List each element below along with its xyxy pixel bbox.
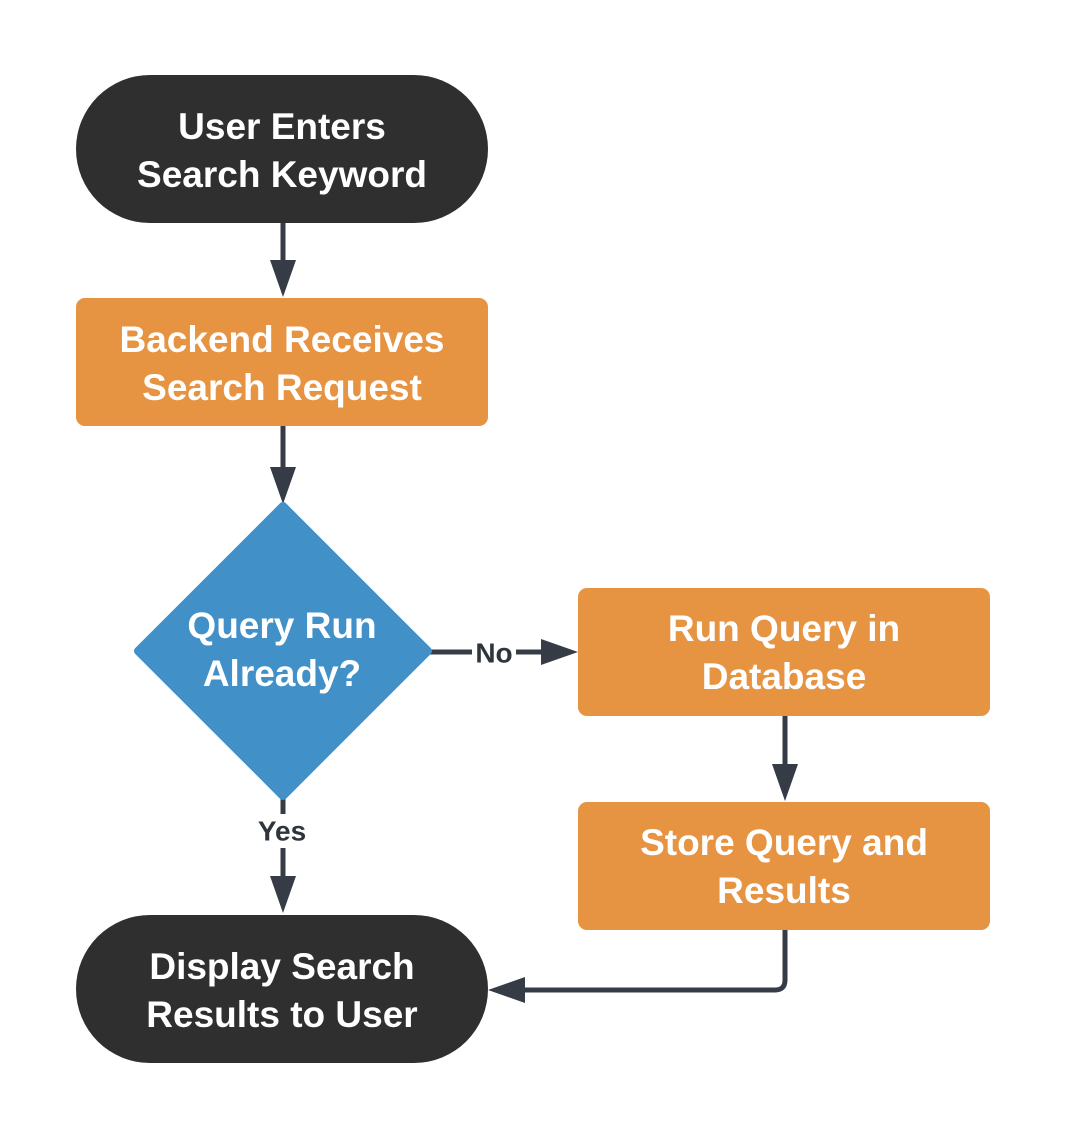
arrowhead-start-to-backend bbox=[270, 260, 296, 297]
edge-store-to-end bbox=[520, 930, 788, 993]
backend-label-line1: Backend Receives bbox=[120, 319, 445, 360]
end-label-line2: Results to User bbox=[146, 994, 417, 1035]
node-run-query: Run Query in Database bbox=[578, 588, 990, 716]
node-store: Store Query and Results bbox=[578, 802, 990, 930]
store-label-line1: Store Query and bbox=[640, 822, 928, 863]
decision-label-line1: Query Run bbox=[187, 605, 376, 646]
end-terminal-shape bbox=[76, 915, 488, 1063]
edge-label-no-group: No bbox=[472, 638, 516, 669]
node-start: User Enters Search Keyword bbox=[76, 75, 488, 223]
backend-process-shape bbox=[76, 298, 488, 426]
arrowhead-decision-to-end bbox=[270, 876, 296, 913]
edge-label-yes: Yes bbox=[258, 816, 306, 847]
node-decision: Query Run Already? bbox=[134, 502, 432, 800]
arrowhead-backend-to-decision bbox=[270, 467, 296, 504]
end-label-line1: Display Search bbox=[149, 946, 414, 987]
backend-label-line2: Search Request bbox=[142, 367, 422, 408]
arrowhead-store-to-end bbox=[488, 977, 525, 1003]
edge-label-yes-group: Yes bbox=[252, 814, 314, 848]
edge-label-no: No bbox=[475, 638, 512, 669]
no-label-backing bbox=[472, 638, 516, 668]
start-label-line2: Search Keyword bbox=[137, 154, 427, 195]
start-terminal-shape bbox=[76, 75, 488, 223]
store-process-shape bbox=[578, 802, 990, 930]
yes-label-backing bbox=[252, 814, 314, 848]
runquery-process-shape bbox=[578, 588, 990, 716]
node-end: Display Search Results to User bbox=[76, 915, 488, 1063]
decision-diamond-shape bbox=[134, 502, 432, 800]
runquery-label-line2: Database bbox=[702, 656, 867, 697]
runquery-label-line1: Run Query in bbox=[668, 608, 900, 649]
decision-label-line2: Already? bbox=[203, 653, 361, 694]
store-label-line2: Results bbox=[717, 870, 851, 911]
arrowhead-decision-to-runquery bbox=[541, 639, 578, 665]
arrowhead-runquery-to-store bbox=[772, 764, 798, 801]
node-backend: Backend Receives Search Request bbox=[76, 298, 488, 426]
start-label-line1: User Enters bbox=[178, 106, 386, 147]
